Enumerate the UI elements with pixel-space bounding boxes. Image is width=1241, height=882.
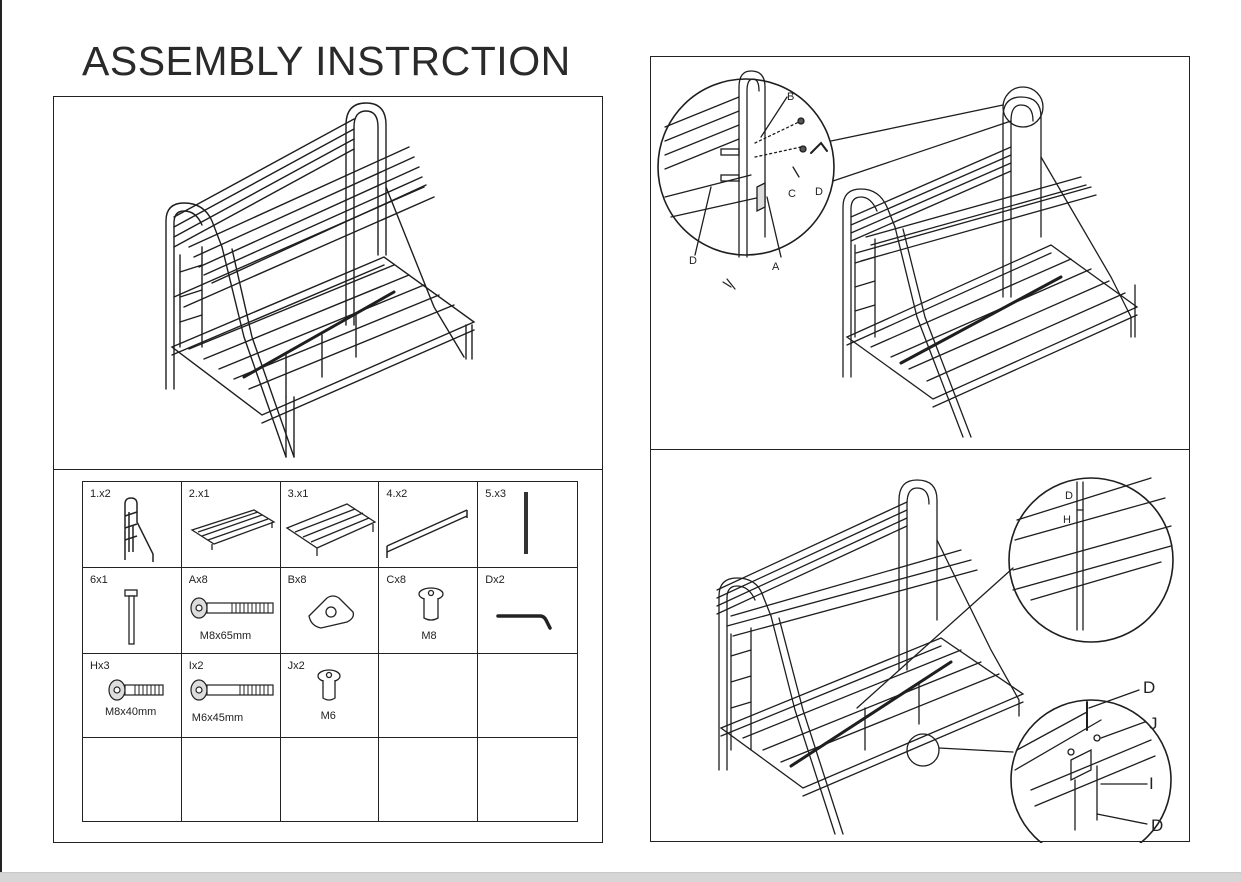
part-label: Ix2	[188, 660, 204, 672]
part-label: Hx3	[90, 660, 110, 672]
assembled-bed-panel	[53, 96, 603, 470]
part-label: Bx8	[287, 574, 307, 586]
part-spec: M8	[421, 630, 437, 642]
part-cell-empty	[478, 738, 577, 821]
step-2-illustration	[716, 477, 1174, 843]
part-cell-empty	[379, 654, 479, 738]
part-cell: Dx2	[478, 568, 577, 654]
center-support-icon	[124, 589, 138, 645]
part-cell: 6x1	[83, 568, 182, 654]
long-bolt-icon	[190, 597, 274, 619]
part-label: Jx2	[287, 660, 305, 672]
lock-washer-icon	[307, 595, 354, 629]
callout-h: H	[1063, 514, 1071, 526]
callout-a: A	[772, 261, 780, 273]
callout-d-top: D	[1065, 490, 1073, 502]
parts-list-panel: 1.x2 2.x1 3.x1	[53, 469, 603, 843]
callout-c: C	[788, 188, 796, 200]
assembled-bunk-bed-illustration	[165, 102, 476, 458]
support-leg-icon	[524, 492, 529, 554]
part-cell: Jx2 M6	[280, 654, 380, 738]
step-1-illustration	[657, 70, 1139, 438]
part-label: Ax8	[188, 574, 208, 586]
callout-j: J	[1149, 714, 1158, 733]
top-bunk-slat-base-icon	[190, 509, 276, 550]
part-cell: 3.x1	[280, 482, 380, 568]
part-cell: Bx8	[280, 568, 380, 654]
cap-nut-icon	[418, 587, 445, 621]
part-cell: Ix2 M6x45mm	[181, 654, 281, 738]
part-label: 5.x3	[485, 488, 506, 500]
callout-d-big: D	[1143, 678, 1156, 697]
callout-d-right: D	[815, 186, 823, 198]
part-cell-empty	[83, 738, 182, 821]
callout-i: I	[1149, 774, 1154, 793]
part-label: Cx8	[386, 574, 406, 586]
part-spec: M8x40mm	[105, 706, 157, 718]
callout-b: B	[787, 91, 795, 103]
part-label: 2.x1	[188, 488, 210, 500]
callout-d-left: D	[689, 255, 697, 267]
part-cell-empty	[281, 738, 380, 821]
page-bottom-bar	[0, 872, 1241, 882]
part-cell: Cx8 M8	[379, 568, 479, 654]
page-left-edge	[0, 0, 2, 881]
part-cell: 5.x3	[478, 482, 577, 568]
part-spec: M6x45mm	[191, 712, 244, 724]
part-cell-empty	[379, 738, 479, 821]
part-cell-empty	[182, 738, 281, 821]
part-label: Dx2	[485, 574, 505, 586]
step-2-panel: D H D J I D	[650, 449, 1190, 843]
part-spec: M8x65mm	[199, 630, 252, 642]
part-cell: 1.x2	[83, 482, 182, 568]
part-cell: 2.x1	[181, 482, 281, 568]
part-spec: M6	[320, 710, 336, 722]
detail-zoom-circle	[657, 78, 835, 256]
bottom-bunk-slat-base-icon	[285, 503, 376, 556]
callout-d-bottom: D	[1151, 816, 1164, 835]
bolt-icon	[190, 679, 274, 701]
allen-key-icon	[496, 614, 552, 630]
part-label: 1.x2	[90, 488, 111, 500]
part-label: 3.x1	[287, 488, 309, 500]
page-title: ASSEMBLY INSTRCTION	[82, 38, 571, 84]
part-label: 4.x2	[386, 488, 408, 500]
part-cell: 4.x2	[379, 482, 479, 568]
step-1-panel: B C D D A	[650, 56, 1190, 450]
side-rail-icon	[386, 509, 469, 558]
part-cell: Ax8 M8x65mm	[181, 568, 281, 654]
parts-grid: 1.x2 2.x1 3.x1	[82, 481, 578, 822]
medium-bolt-icon	[108, 679, 164, 701]
small-cap-nut-icon	[316, 669, 341, 701]
ladder-end-frame-icon	[124, 497, 154, 562]
part-cell-empty	[478, 654, 577, 738]
part-cell: Hx3 M8x40mm	[83, 654, 182, 738]
part-label: 6x1	[90, 574, 108, 586]
